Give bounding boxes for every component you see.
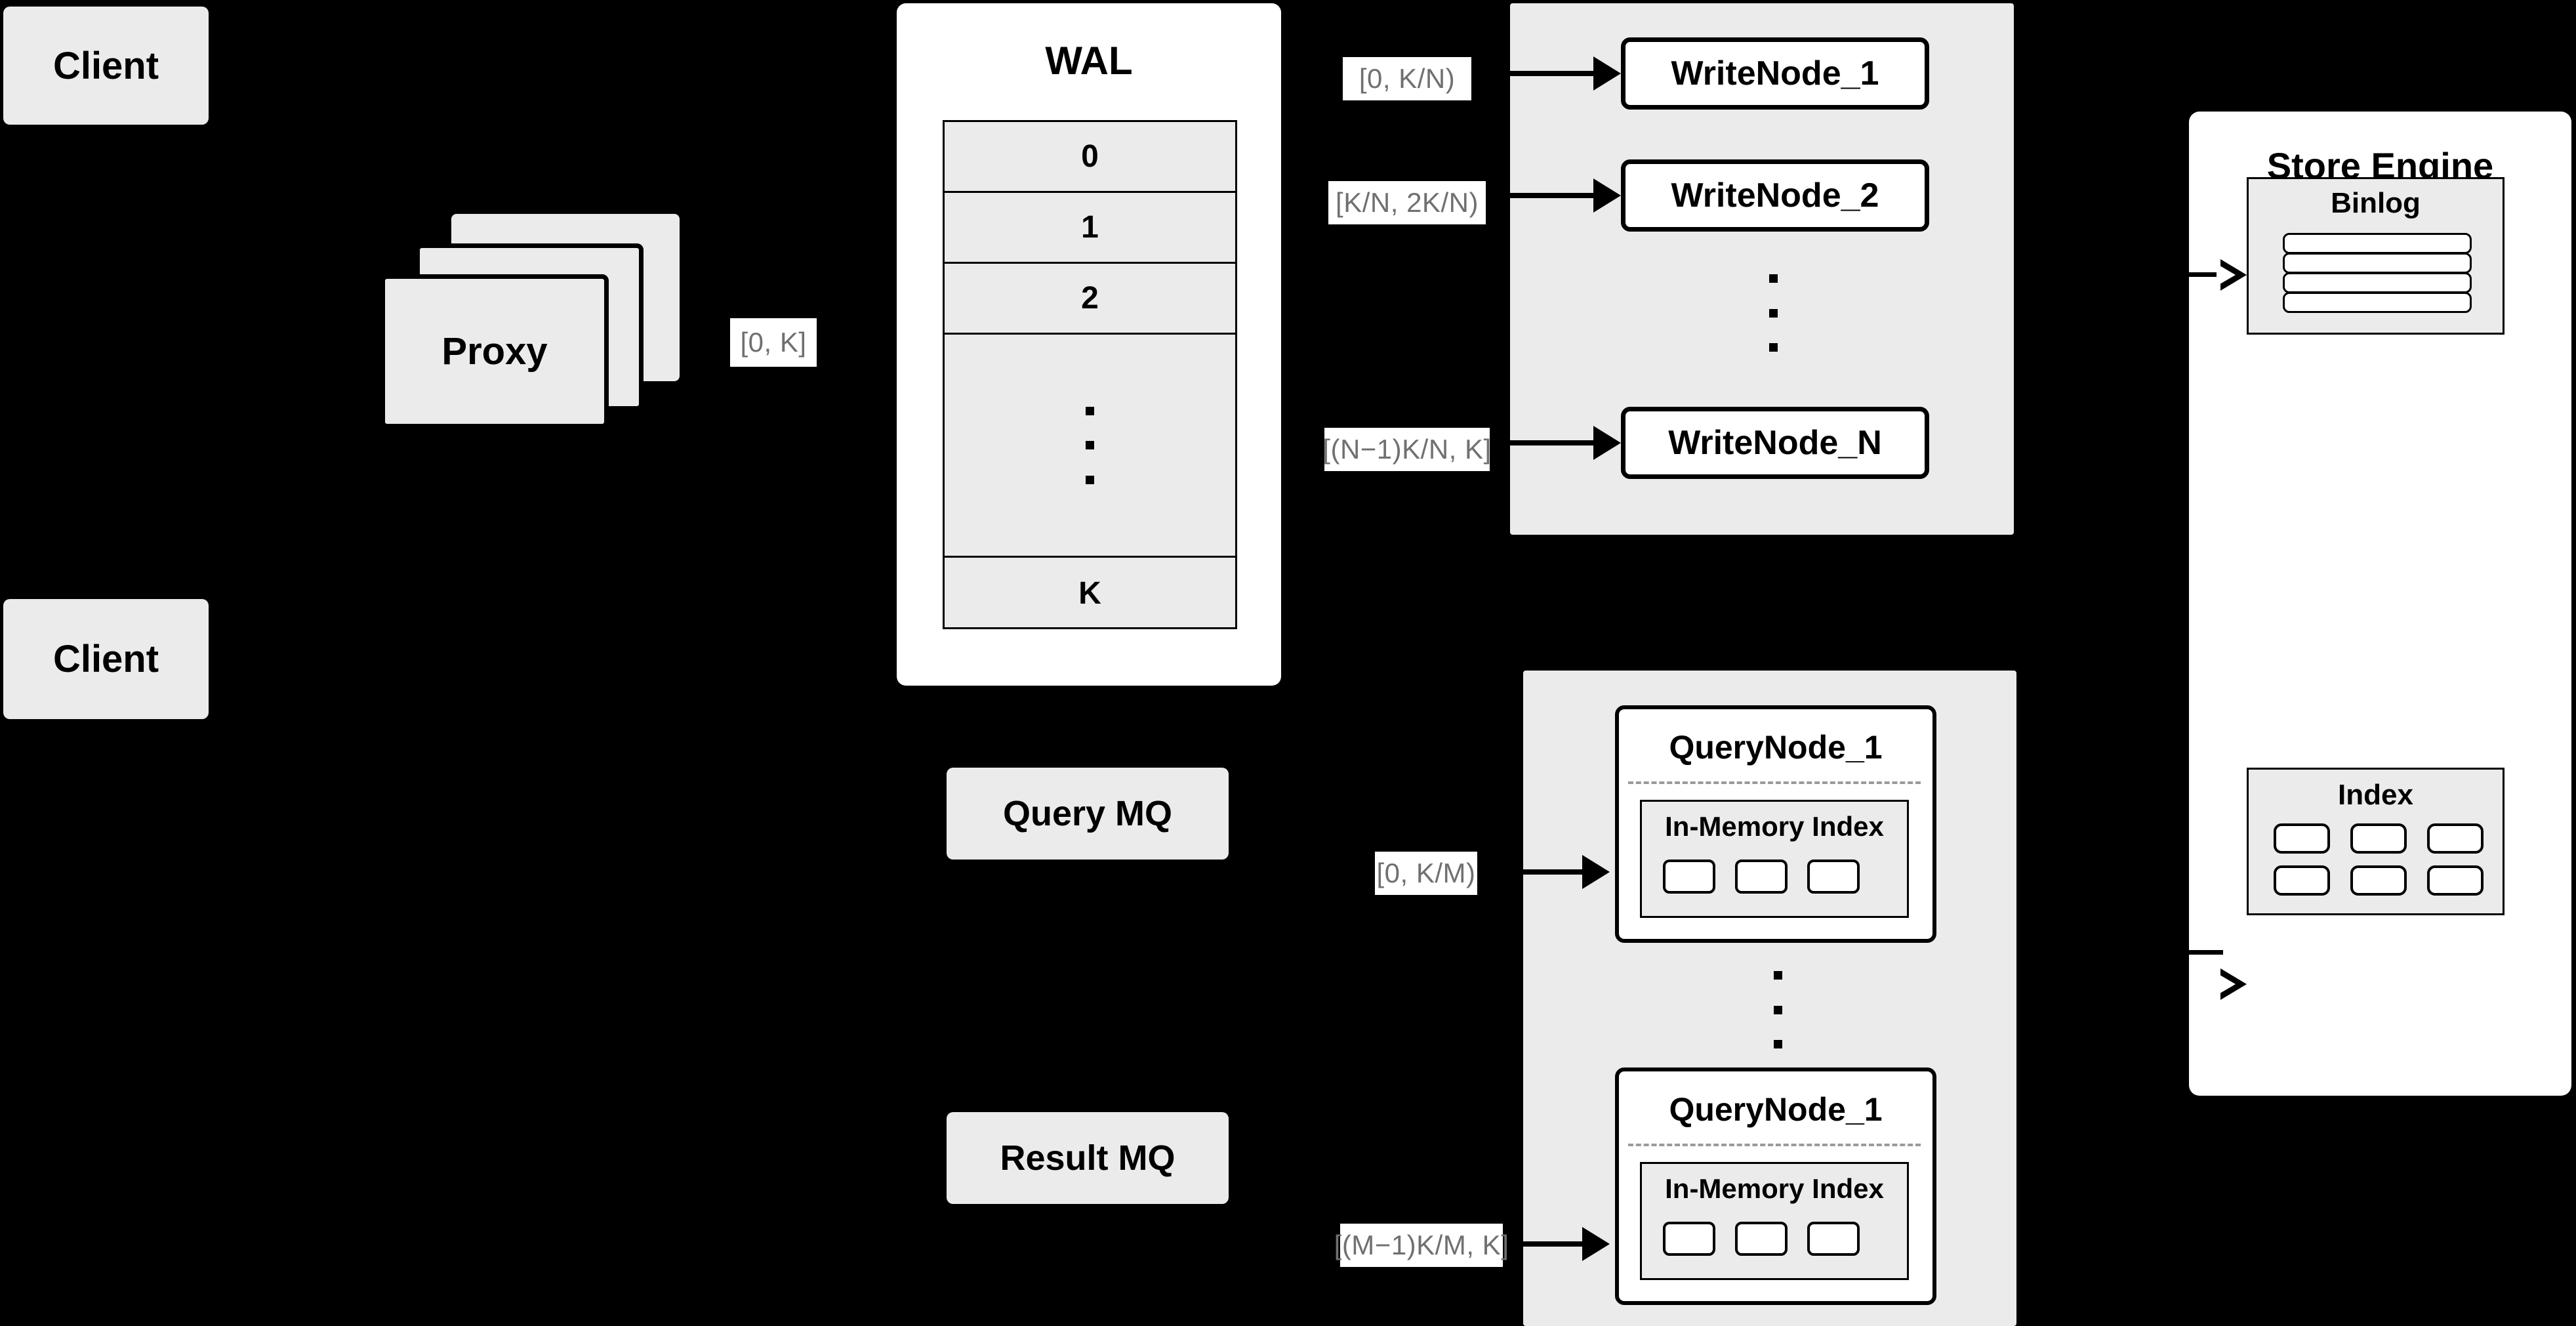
query-node-m-segment-2[interactable]	[1735, 1222, 1788, 1256]
index-segment-5[interactable]	[2350, 865, 2407, 896]
query-node-1-segment-1[interactable]	[1663, 860, 1715, 894]
query-node-m-in-memory-index: In-Memory Index	[1640, 1162, 1909, 1280]
result-mq-box[interactable]: Result MQ	[947, 1112, 1229, 1204]
client-label-2: Client	[52, 638, 159, 680]
index-segment-1[interactable]	[2274, 823, 2330, 854]
arrow-line-to-query-node-m	[1509, 1241, 1587, 1247]
range-label-proxy-to-wal: [0, K]	[730, 318, 817, 367]
index-title: Index	[2338, 779, 2413, 811]
write-node-n-label: WriteNode_N	[1668, 424, 1882, 462]
arrow-line-to-binlog	[2189, 272, 2223, 277]
query-node-m-segment-1[interactable]	[1663, 1222, 1715, 1256]
index-segment-2[interactable]	[2350, 823, 2407, 854]
store-engine-container: Store Engine Binlog Index	[2189, 112, 2571, 1096]
query-node-ellipsis-dots	[1771, 971, 1784, 1048]
arrow-line-to-query-node-1	[1488, 869, 1587, 875]
arrow-head-to-query-node-1	[1582, 855, 1610, 889]
range-label-write-node-2: [K/N, 2K/N)	[1328, 181, 1486, 224]
wal-row-label: 1	[1081, 210, 1099, 245]
query-node-m-index-title: In-Memory Index	[1665, 1173, 1884, 1204]
arrow-head-to-write-node-n	[1593, 426, 1621, 460]
query-node-m-segment-3[interactable]	[1807, 1222, 1860, 1256]
write-node-n[interactable]: WriteNode_N	[1621, 407, 1929, 479]
index-box: Index	[2247, 768, 2504, 915]
arrow-line-to-write-node-2	[1497, 193, 1601, 198]
query-mq-box[interactable]: Query MQ	[947, 768, 1229, 860]
binlog-segment-3[interactable]	[2283, 272, 2472, 293]
wal-entry-table: 0 1 2 K	[943, 120, 1237, 629]
write-node-1[interactable]: WriteNode_1	[1621, 37, 1929, 110]
write-node-2[interactable]: WriteNode_2	[1621, 159, 1929, 232]
arrow-line-to-write-node-1	[1482, 71, 1601, 76]
wal-row-label: 0	[1081, 139, 1099, 174]
range-label-write-node-1: [0, K/N)	[1343, 57, 1471, 100]
arrow-head-to-query-node-m	[1582, 1227, 1610, 1261]
arrow-line-to-index	[2189, 950, 2223, 955]
query-node-1-title: QueryNode_1	[1669, 729, 1883, 766]
wal-row-label: 2	[1081, 281, 1099, 316]
client-box-1[interactable]: Client	[3, 7, 209, 125]
arrow-head-to-write-node-2	[1593, 178, 1621, 213]
query-node-m-divider	[1628, 1144, 1921, 1146]
wal-row-ellipsis	[945, 335, 1235, 558]
wal-row-0: 0	[945, 122, 1235, 193]
arrow-line-to-write-node-n	[1497, 440, 1601, 445]
query-node-1-in-memory-index: In-Memory Index	[1640, 800, 1909, 918]
query-mq-label: Query MQ	[1002, 794, 1173, 833]
write-node-1-label: WriteNode_1	[1671, 54, 1879, 93]
binlog-box: Binlog	[2247, 177, 2504, 335]
wal-row-2: 2	[945, 264, 1235, 335]
arrow-head-to-binlog	[2217, 259, 2247, 291]
wal-container: WAL 0 1 2 K	[897, 3, 1281, 686]
wal-ellipsis-dots	[1086, 406, 1094, 484]
binlog-segment-1[interactable]	[2283, 233, 2472, 254]
query-node-1-segment-2[interactable]	[1735, 860, 1788, 894]
write-node-2-label: WriteNode_2	[1671, 176, 1879, 215]
proxy-stack-card-front[interactable]: Proxy	[380, 274, 609, 428]
client-box-2[interactable]: Client	[3, 599, 209, 719]
result-mq-label: Result MQ	[1000, 1138, 1176, 1178]
range-label-query-node-1: [0, K/M)	[1375, 852, 1477, 895]
wal-row-label: K	[1078, 575, 1101, 611]
proxy-label: Proxy	[441, 330, 548, 373]
query-node-1[interactable]: QueryNode_1 In-Memory Index	[1615, 705, 1936, 943]
client-label-1: Client	[52, 44, 159, 87]
query-node-1-index-title: In-Memory Index	[1665, 811, 1884, 842]
index-segment-3[interactable]	[2427, 823, 2484, 854]
wal-title: WAL	[1045, 39, 1133, 83]
range-label-write-node-n: [(N−1)K/N, K]	[1322, 428, 1491, 471]
range-label-query-node-m: [(M−1)K/M, K]	[1334, 1224, 1509, 1267]
index-segment-4[interactable]	[2274, 865, 2330, 896]
arrow-head-to-index	[2217, 968, 2247, 1000]
binlog-segment-2[interactable]	[2283, 253, 2472, 274]
arrow-head-to-write-node-1	[1593, 56, 1621, 91]
binlog-segment-4[interactable]	[2283, 292, 2472, 313]
query-node-m[interactable]: QueryNode_1 In-Memory Index	[1615, 1067, 1936, 1305]
wal-row-k: K	[945, 558, 1235, 629]
index-segment-6[interactable]	[2427, 865, 2484, 896]
query-node-m-title: QueryNode_1	[1669, 1091, 1883, 1128]
binlog-title: Binlog	[2331, 187, 2421, 219]
wal-row-1: 1	[945, 193, 1235, 264]
write-node-ellipsis-dots	[1767, 274, 1780, 352]
query-node-1-segment-3[interactable]	[1807, 860, 1860, 894]
query-node-1-divider	[1628, 781, 1921, 784]
